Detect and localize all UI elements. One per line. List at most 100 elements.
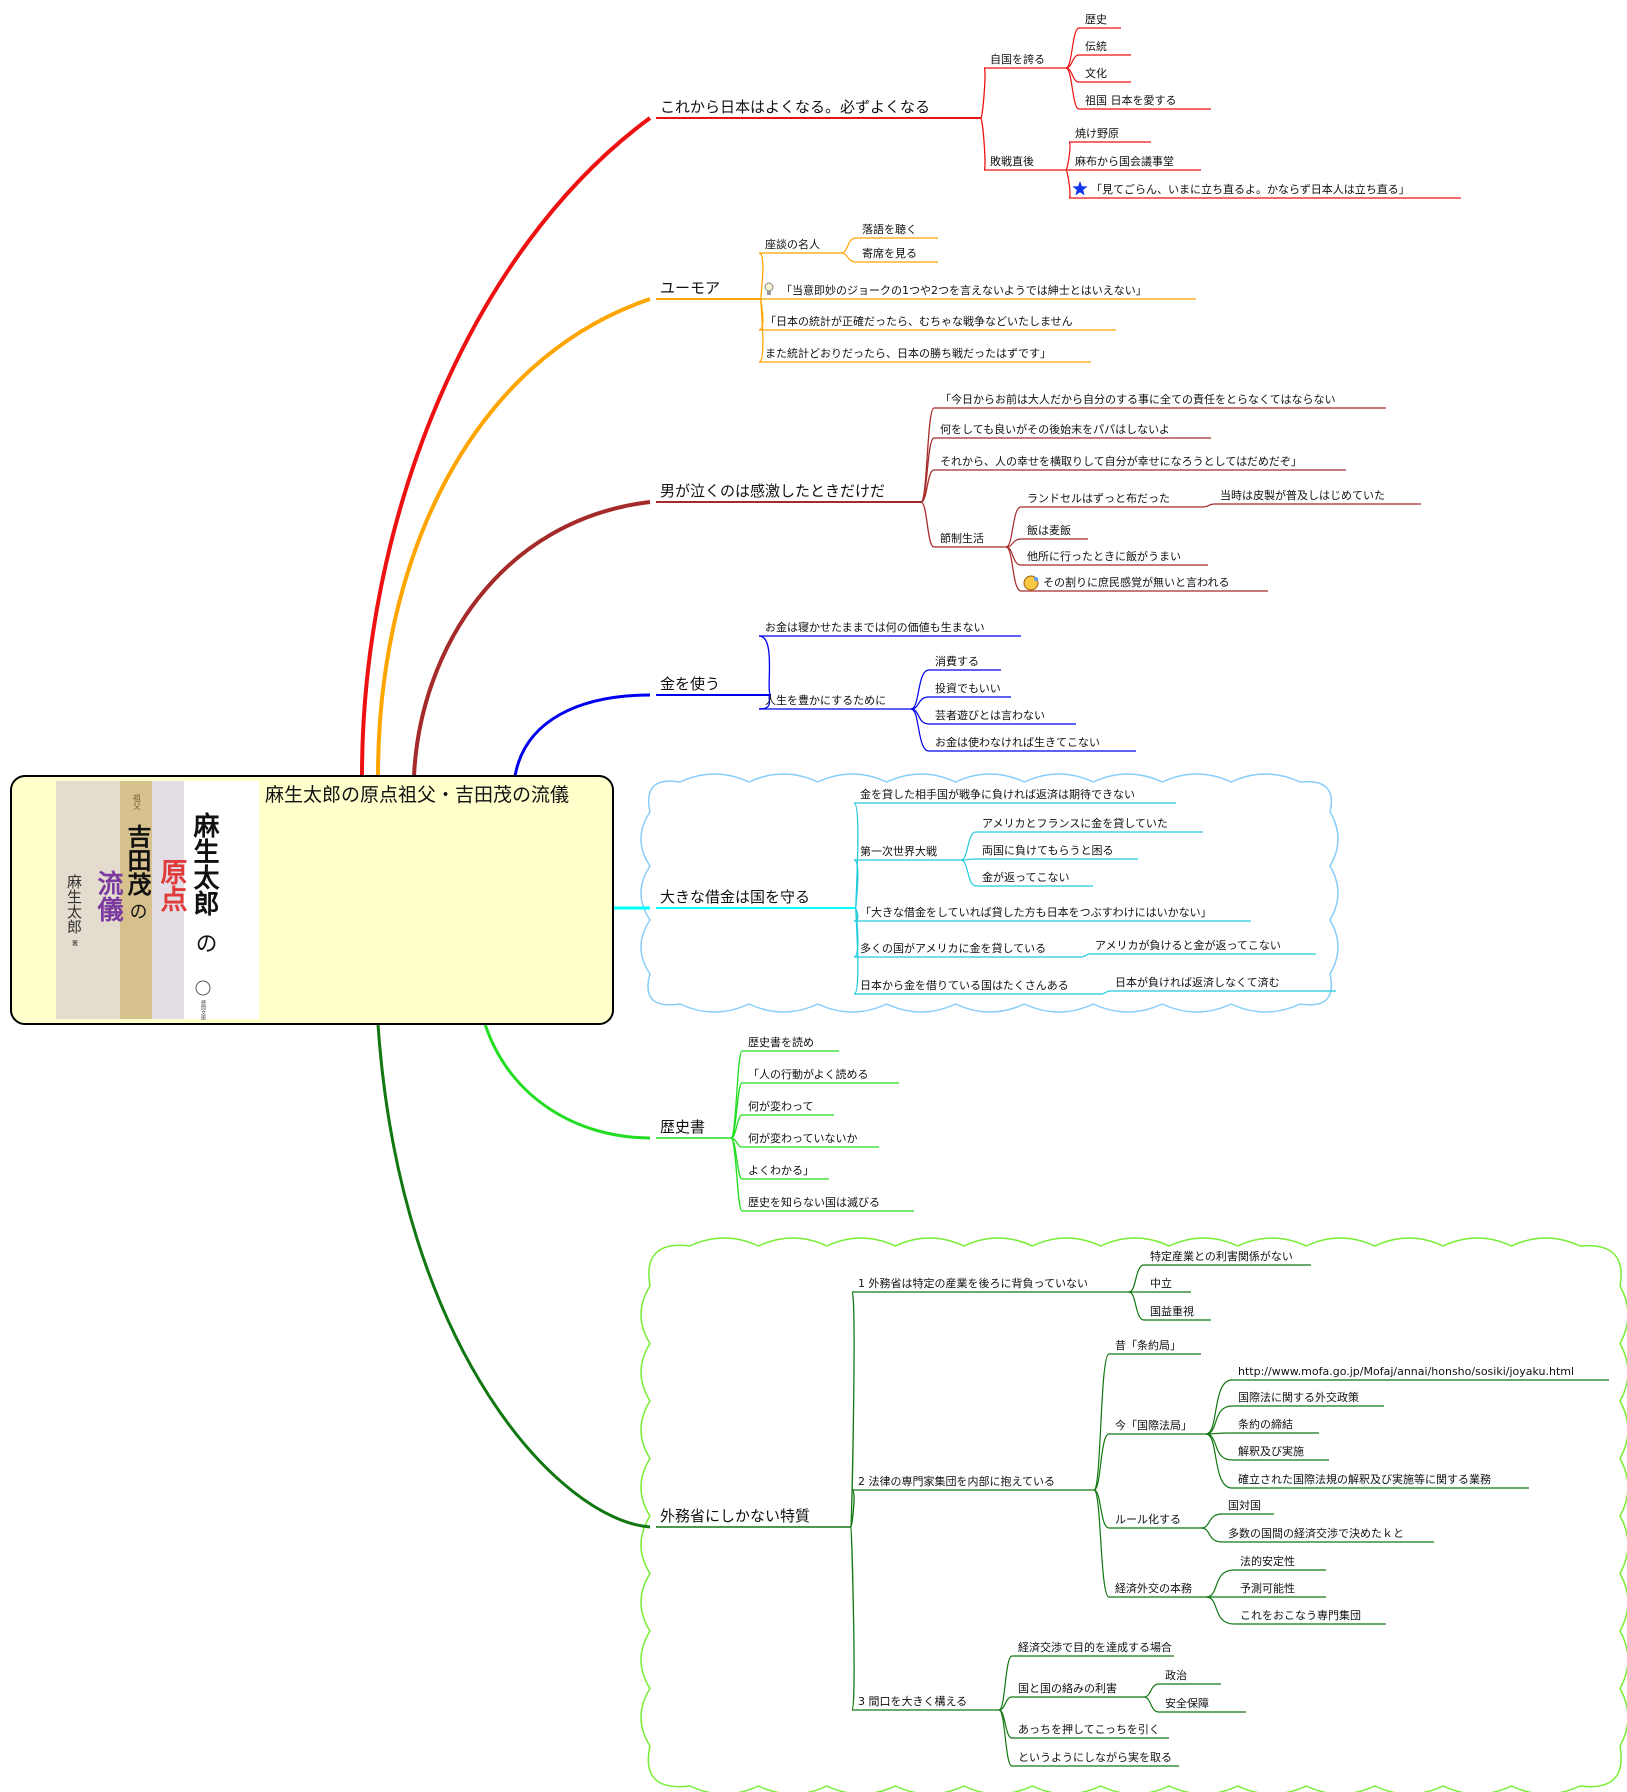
- node-label-d2[interactable]: 歴史: [1085, 13, 1107, 26]
- node-connector: [1065, 169, 1071, 199]
- node-label-d1[interactable]: 敗戦直後: [990, 154, 1034, 168]
- node-label-d2[interactable]: 伝統: [1085, 39, 1107, 53]
- node-label-d1[interactable]: 第一次世界大戦: [860, 844, 937, 858]
- node-label-d2[interactable]: 金が返ってこない: [982, 870, 1069, 884]
- branch-label[interactable]: 大きな借金は国を守る: [660, 888, 810, 906]
- node-label-d3[interactable]: 条約の締結: [1238, 1417, 1293, 1431]
- node-label-d2[interactable]: 消費する: [935, 654, 979, 668]
- cover-title-origin: 原点: [156, 858, 188, 912]
- node-label-d2[interactable]: アメリカとフランスに金を貸していた: [982, 816, 1168, 830]
- node-label-d2[interactable]: 麻布から国会議事堂: [1075, 154, 1174, 168]
- node-label-d1[interactable]: 「人の行動がよく読める: [748, 1067, 868, 1081]
- node-connector: [1143, 1696, 1160, 1713]
- node-label-d3[interactable]: 当時は皮製が普及しはじめていた: [1220, 488, 1385, 502]
- node-label-d2[interactable]: 国益重視: [1150, 1304, 1194, 1318]
- node-label-d1[interactable]: 自国を誇る: [990, 52, 1045, 66]
- node-label-d1[interactable]: 日本から金を借りている国はたくさんある: [860, 978, 1069, 992]
- node-label-d1[interactable]: また統計どおりだったら、日本の勝ち戦だったはずです」: [765, 346, 1051, 360]
- node-label-d2[interactable]: 寄席を見る: [862, 246, 917, 260]
- node-label-d2[interactable]: というようにしながら実を取る: [1018, 1750, 1172, 1764]
- node-label-d1[interactable]: 「今日からお前は大人だから自分のする事に全ての責任をとらなくてはならない: [940, 392, 1335, 406]
- node-label-d1[interactable]: 2 法律の専門家集団を内部に抱えている: [858, 1474, 1055, 1488]
- node-label-d2[interactable]: 日本が負ければ返済しなくて済む: [1115, 975, 1280, 989]
- node-label-d3[interactable]: 安全保障: [1165, 1696, 1209, 1710]
- node-connector: [1128, 1264, 1145, 1293]
- node-connector: [1202, 503, 1215, 508]
- node-label-d2[interactable]: 経済交渉で目的を達成する場合: [1018, 1640, 1172, 1654]
- node-label-d1[interactable]: 歴史書を読め: [748, 1035, 814, 1049]
- branch-label[interactable]: 歴史書: [660, 1118, 705, 1136]
- node-label-d1[interactable]: 「大きな借金をしていれば貸した方も日本をつぶすわけにはいかない」: [860, 905, 1212, 919]
- node-label-d2[interactable]: ランドセルはずっと布だった: [1027, 492, 1170, 505]
- branch-label[interactable]: 男が泣くのは感激したときだけだ: [660, 482, 885, 500]
- node-label-d2[interactable]: 経済外交の本務: [1115, 1581, 1192, 1595]
- node-label-d1[interactable]: 節制生活: [940, 531, 984, 545]
- node-label-d2[interactable]: 昔「条約局」: [1115, 1338, 1181, 1352]
- node-label-d3[interactable]: 解釈及び実施: [1238, 1444, 1304, 1458]
- node-label-d3[interactable]: 政治: [1165, 1668, 1187, 1682]
- node-label-d2[interactable]: ルール化する: [1115, 1512, 1181, 1526]
- node-label-d1[interactable]: 「日本の統計が正確だったら、むちゃな戦争などいたしません: [765, 314, 1073, 328]
- node-label-d1[interactable]: 「当意即妙のジョークの1つや2つを言えないようでは紳士とはいえない」: [781, 283, 1147, 297]
- branch-label[interactable]: これから日本はよくなる。必ずよくなる: [660, 98, 930, 116]
- node-label-d1[interactable]: お金は寝かせたままでは何の価値も生まない: [765, 620, 985, 634]
- node-label-d1[interactable]: 金を貸した相手国が戦争に負ければ返済は期待できない: [860, 787, 1135, 801]
- branch-label[interactable]: 外務省にしかない特質: [660, 1507, 810, 1525]
- node-label-d3[interactable]: http://www.mofa.go.jp/Mofaj/annai/honsho…: [1238, 1365, 1574, 1378]
- lightbulb-icon: [764, 282, 774, 292]
- cover-title-particle: の: [192, 932, 217, 954]
- node-connector: [1205, 1405, 1233, 1435]
- node-label-d2[interactable]: その割りに庶民感覚が無いと言われる: [1043, 575, 1229, 589]
- node-label-d1[interactable]: 何をしても良いがその後始末をパパはしないよ: [940, 422, 1170, 436]
- node-label-d3[interactable]: 多数の国間の経済交渉で決めたｋと: [1228, 1526, 1404, 1540]
- node-label-d2[interactable]: 文化: [1085, 66, 1107, 80]
- node-connector: [1065, 54, 1080, 69]
- node-label-d2[interactable]: 祖国 日本を愛する: [1085, 93, 1177, 107]
- node-label-d2[interactable]: お金は使わなければ生きてこない: [935, 735, 1100, 749]
- node-label-d2[interactable]: 他所に行ったときに飯がうまい: [1027, 549, 1181, 563]
- edge-layer: [656, 27, 1609, 1767]
- cover-byline-suffix: 著: [71, 939, 78, 947]
- node-label-d2[interactable]: 国と国の絡みの利害: [1018, 1681, 1117, 1695]
- node-label-d1[interactable]: それから、人の幸せを横取りして自分が幸せになろうとしてはだめだぞ」: [940, 454, 1302, 468]
- node-label-d1[interactable]: 3 間口を大きく構える: [858, 1694, 967, 1708]
- node-label-d2[interactable]: アメリカが負けると金が返ってこない: [1095, 938, 1281, 952]
- node-label-d2[interactable]: 今「国際法局」: [1115, 1418, 1192, 1432]
- node-connector: [1100, 990, 1110, 995]
- node-label-d2[interactable]: 落語を聴く: [862, 222, 917, 236]
- node-label-d1[interactable]: 多くの国がアメリカに金を貸している: [860, 941, 1046, 955]
- node-label-d3[interactable]: これをおこなう専門集団: [1240, 1608, 1361, 1622]
- node-label-d1[interactable]: 歴史を知らない国は滅びる: [748, 1195, 880, 1209]
- node-label-d2[interactable]: 芸者遊びとは言わない: [935, 708, 1045, 722]
- node-label-d1[interactable]: 座談の名人: [765, 237, 820, 251]
- branch-label[interactable]: 金を使う: [660, 675, 720, 693]
- cloud-shape-debt: [640, 773, 1339, 1013]
- node-label-d3[interactable]: 国際法に関する外交政策: [1238, 1390, 1359, 1404]
- trunk-connectors: [360, 116, 652, 1529]
- node-label-d1[interactable]: よくわかる」: [748, 1164, 814, 1177]
- branch-connector: [850, 1526, 855, 1711]
- node-label-d3[interactable]: 国対国: [1228, 1498, 1261, 1512]
- cover-sub-ryugi: 流儀: [93, 870, 124, 923]
- node-label-d3[interactable]: 確立された国際法規の解釈及び実施等に関する業務: [1238, 1472, 1491, 1486]
- branch-label[interactable]: ユーモア: [660, 279, 720, 297]
- node-label-d3[interactable]: 法的安定性: [1240, 1554, 1295, 1568]
- root-node[interactable]: 麻生太郎 の 原点 祖父 吉田茂 の 流儀 麻生太郎 著 徳間文庫 麻生太郎の原…: [10, 775, 614, 1025]
- node-label-d2[interactable]: 中立: [1150, 1276, 1172, 1290]
- node-label-d2[interactable]: 「見てごらん、いまに立ち直るよ。かならず日本人は立ち直る」: [1091, 182, 1410, 196]
- branch-connector: [758, 298, 764, 363]
- node-label-d2[interactable]: 投資でもいい: [935, 681, 1001, 695]
- node-label-d2[interactable]: 飯は麦飯: [1027, 523, 1071, 537]
- node-label-d2[interactable]: 特定産業との利害関係がない: [1150, 1249, 1293, 1263]
- node-connector: [998, 1655, 1013, 1711]
- node-label-d3[interactable]: 予測可能性: [1240, 1581, 1295, 1595]
- node-label-d1[interactable]: 人生を豊かにするために: [765, 693, 886, 707]
- node-label-d2[interactable]: あっちを押してこっちを引く: [1018, 1722, 1160, 1736]
- node-label-d1[interactable]: 1 外務省は特定の産業を後ろに背負っていない: [858, 1276, 1088, 1290]
- node-label-d1[interactable]: 何が変わって: [748, 1099, 813, 1113]
- node-label-d2[interactable]: 焼け野原: [1075, 127, 1119, 140]
- node-label-d2[interactable]: 両国に負けてもらうと困る: [982, 844, 1113, 857]
- node-label-d1[interactable]: 何が変わっていないか: [748, 1131, 857, 1145]
